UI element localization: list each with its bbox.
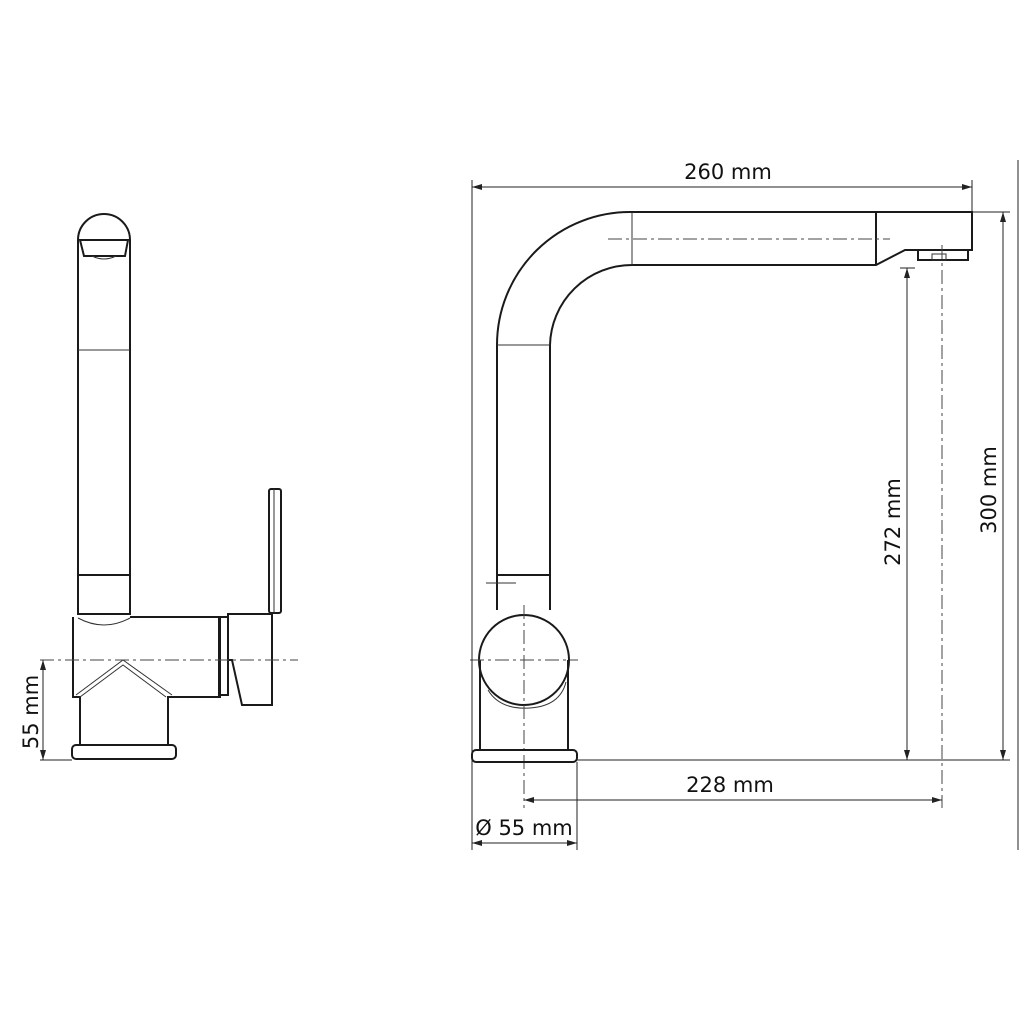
side-collar — [77, 574, 131, 615]
dimension-height-label: 300 mm — [977, 446, 1001, 534]
front-view-faucet — [470, 210, 973, 808]
side-lever — [268, 488, 282, 614]
dimension-width-label: 260 mm — [684, 160, 772, 184]
side-base-plate — [71, 744, 177, 760]
front-aerator — [917, 249, 969, 261]
side-view-faucet: 55 mm — [19, 213, 298, 761]
dimension-base-diameter-label: Ø 55 mm — [475, 816, 573, 840]
dimension-lines: 260 mm 300 mm 272 mm 228 mm Ø 55 mm — [471, 160, 1019, 850]
dimension-side-height-label: 55 mm — [19, 675, 43, 749]
side-aerator — [78, 239, 130, 257]
front-spout — [496, 210, 973, 610]
dimension-reach-label: 228 mm — [686, 773, 774, 797]
side-spout-head — [77, 213, 131, 576]
dimension-clearance-label: 272 mm — [881, 478, 905, 566]
